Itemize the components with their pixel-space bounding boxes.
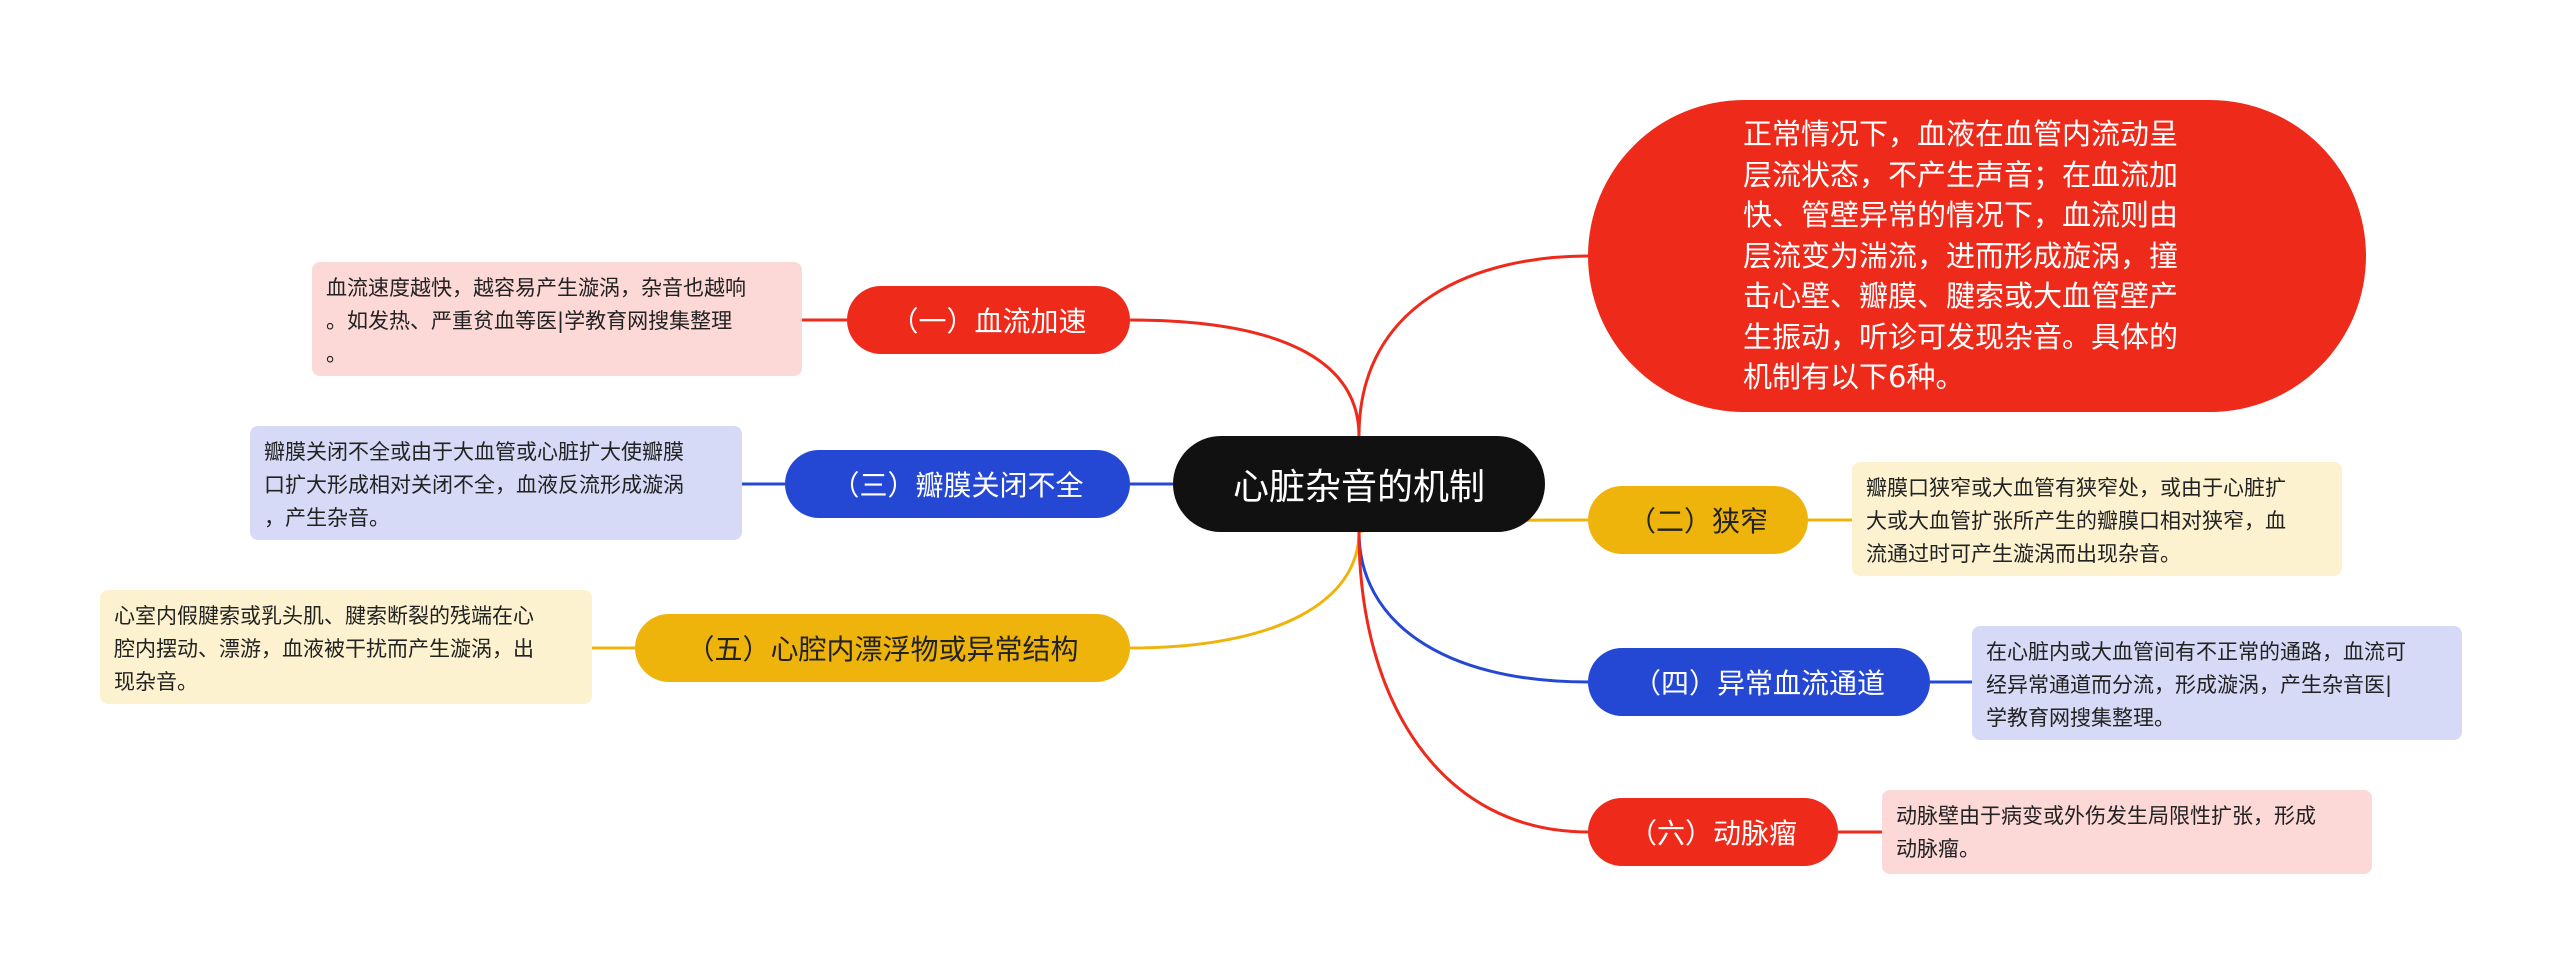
link-intro (1357, 254, 1589, 437)
note-line: 现杂音。 (114, 670, 198, 694)
branch-valve-insufficiency[interactable]: （三）瓣膜关闭不全 (785, 450, 1130, 518)
note-line: 。如发热、严重贫血等医|学教育网搜集整理 (326, 309, 733, 333)
note-stenosis: 瓣膜口狭窄或大血管有狭窄处，或由于心脏扩 大或大血管扩张所产生的瓣膜口相对狭窄，… (1852, 462, 2342, 576)
note-line: 瓣膜关闭不全或由于大血管或心脏扩大使瓣膜 (264, 440, 684, 464)
note-line: 心室内假腱索或乳头肌、腱索断裂的残端在心 (114, 604, 534, 628)
branch-abnormal-channel[interactable]: （四）异常血流通道 (1588, 648, 1930, 716)
intro-text: 正常情况下，血液在血管内流动呈层流状态，不产生声音；在血流加快、管壁异常的情况下… (1743, 117, 2179, 395)
note-line: 腔内摆动、漂游，血液被干扰而产生漩涡，出 (114, 637, 534, 661)
note-line: 口扩大形成相对关闭不全，血液反流形成漩涡 (264, 473, 684, 497)
link-b4 (1357, 531, 1589, 684)
note-blood-flow-acceleration: 血流速度越快，越容易产生漩涡，杂音也越响 。如发热、严重贫血等医|学教育网搜集整… (312, 262, 802, 376)
branch-floating-abnormal-structure[interactable]: （五）心腔内漂浮物或异常结构 (635, 614, 1130, 682)
note-line: 。 (326, 342, 347, 366)
note-abnormal-channel: 在心脏内或大血管间有不正常的通路，血流可 经异常通道而分流，形成漩涡，产生杂音医… (1972, 626, 2462, 740)
note-floating-abnormal-structure: 心室内假腱索或乳头肌、腱索断裂的残端在心 腔内摆动、漂游，血液被干扰而产生漩涡，… (100, 590, 592, 704)
link-b6 (1357, 531, 1589, 834)
note-line: 在心脏内或大血管间有不正常的通路，血流可 (1986, 640, 2406, 664)
branch-aneurysm[interactable]: （六）动脉瘤 (1588, 798, 1838, 866)
link-b5 (1129, 531, 1361, 650)
note-line: 瓣膜口狭窄或大血管有狭窄处，或由于心脏扩 (1866, 476, 2286, 500)
note-line: 血流速度越快，越容易产生漩涡，杂音也越响 (326, 276, 746, 300)
note-line: 学教育网搜集整理。 (1986, 706, 2175, 730)
note-line: 大或大血管扩张所产生的瓣膜口相对狭窄，血 (1866, 509, 2286, 533)
branch-stenosis[interactable]: （二）狭窄 (1588, 486, 1808, 554)
intro-bubble[interactable]: 正常情况下，血液在血管内流动呈层流状态，不产生声音；在血流加快、管壁异常的情况下… (1588, 100, 2366, 412)
branch-blood-flow-acceleration[interactable]: （一）血流加速 (847, 286, 1130, 354)
note-line: 流通过时可产生漩涡而出现杂音。 (1866, 542, 2181, 566)
note-valve-insufficiency: 瓣膜关闭不全或由于大血管或心脏扩大使瓣膜 口扩大形成相对关闭不全，血液反流形成漩… (250, 426, 742, 540)
link-b1 (1129, 318, 1361, 437)
note-line: 动脉壁由于病变或外伤发生局限性扩张，形成 (1896, 804, 2316, 828)
central-topic[interactable]: 心脏杂音的机制 (1173, 436, 1545, 532)
note-line: ，产生杂音。 (264, 506, 390, 530)
note-line: 经异常通道而分流，形成漩涡，产生杂音医| (1986, 673, 2393, 697)
note-line: 动脉瘤。 (1896, 837, 1980, 861)
note-aneurysm: 动脉壁由于病变或外伤发生局限性扩张，形成 动脉瘤。 (1882, 790, 2372, 874)
